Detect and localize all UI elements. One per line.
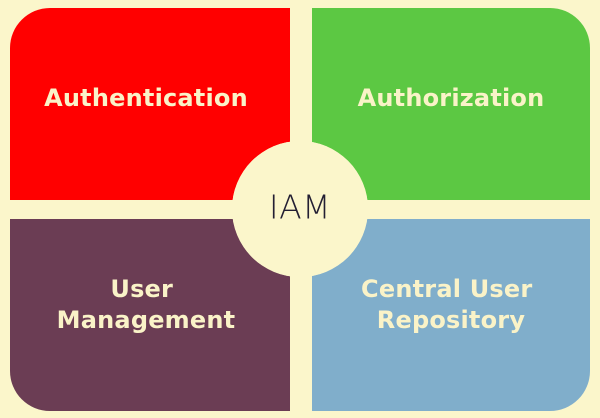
label-line: Authorization — [358, 84, 545, 112]
hub-circle[interactable] — [232, 141, 368, 277]
quadrant-user-management-shape[interactable] — [10, 219, 290, 411]
quadrant-authorization-label: Authorization — [358, 84, 545, 112]
quadrant-authentication-shape[interactable] — [10, 8, 290, 200]
label-line: Management — [57, 306, 236, 334]
label-line: User — [110, 275, 173, 303]
quadrant-group — [10, 8, 590, 411]
label-line: Repository — [377, 306, 526, 334]
label-line: Central User — [361, 275, 532, 303]
quadrant-user-management-label: User Management — [57, 275, 236, 334]
hub-label: IAM — [269, 188, 331, 227]
label-line: Authentication — [44, 84, 248, 112]
quadrant-central-user-repository-label: Central User Repository — [361, 275, 541, 334]
quadrant-authentication-label: Authentication — [44, 84, 248, 112]
quadrant-authorization-shape[interactable] — [312, 8, 590, 200]
quadrant-central-user-repository-shape[interactable] — [312, 219, 590, 411]
